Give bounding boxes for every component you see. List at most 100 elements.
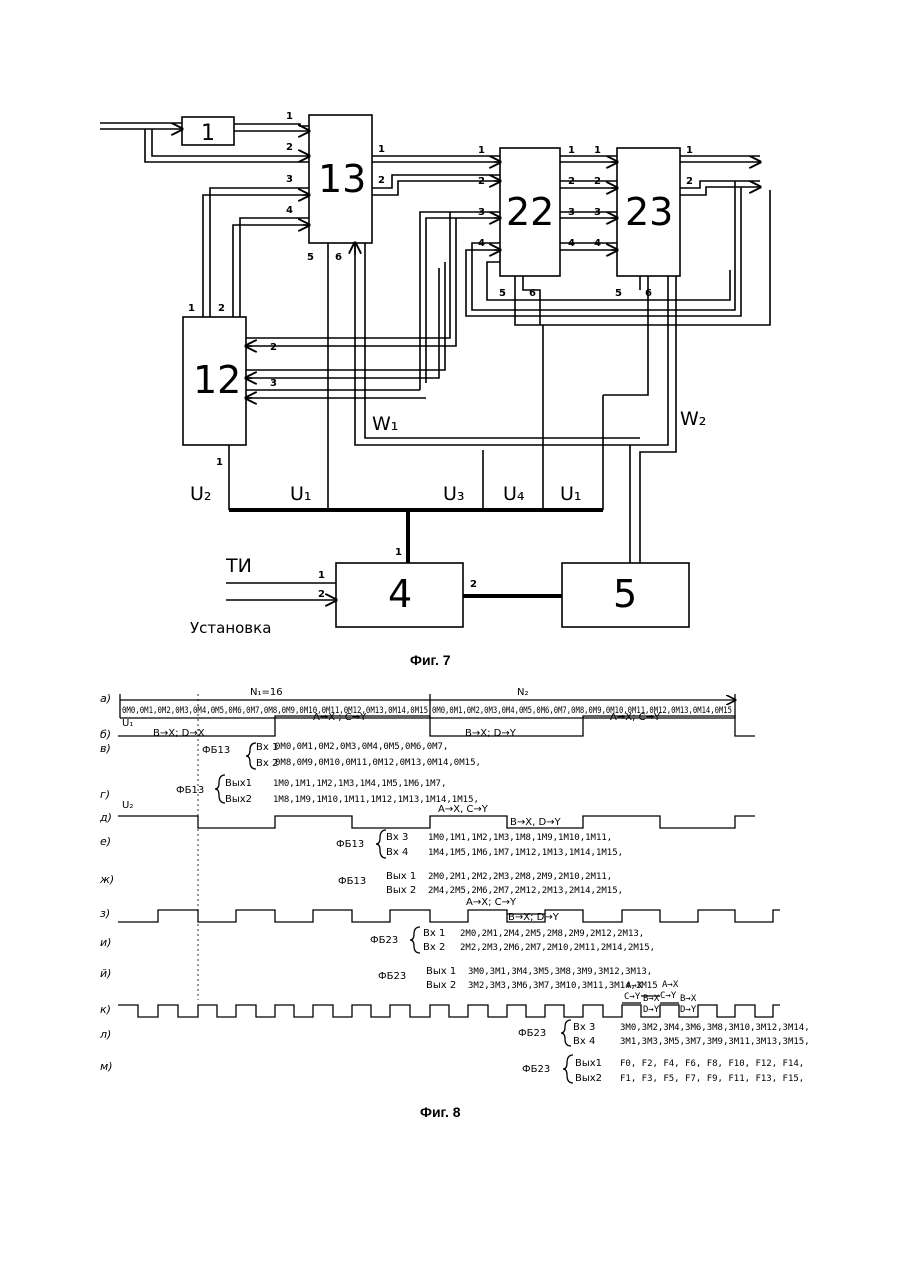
svg-text:2: 2: [478, 176, 485, 187]
l-in1: Вх 3: [573, 1022, 595, 1033]
e-in2: Вх 4: [386, 847, 408, 858]
row-letter-e: е): [100, 835, 111, 848]
block-22-label: 22: [506, 190, 554, 234]
svg-text:2: 2: [686, 176, 693, 187]
row-letter-z: з): [100, 907, 110, 920]
m-out2: Вых2: [575, 1073, 602, 1084]
e-seq2: 1M4,1M5,1M6,1M7,1M12,1M13,1M14,1M15,: [428, 848, 623, 858]
j-out2: Вых 2: [426, 980, 456, 991]
svg-text:1: 1: [686, 145, 693, 156]
k-dy-2: D→Y: [680, 1005, 697, 1015]
block-23-label: 23: [625, 190, 673, 234]
j-out1: Вых 1: [426, 966, 456, 977]
svg-text:1: 1: [568, 145, 575, 156]
svg-text:1: 1: [286, 111, 293, 122]
k-ax-2: A→X: [662, 980, 679, 990]
svg-text:5: 5: [615, 288, 622, 299]
j-seq1: 3M0,3M1,3M4,3M5,3M8,3M9,3M12,3M13,: [468, 967, 652, 977]
label-u3: U₃: [443, 483, 465, 505]
v-block: ФБ13: [202, 745, 230, 756]
svg-text:2: 2: [218, 303, 225, 314]
seq-left: 0M0,0M1,0M2,0M3,0M4,0M5,0M6,0M7,0M8,0M9,…: [122, 706, 428, 716]
m-block: ФБ23: [522, 1064, 550, 1075]
v-seq1: 0M0,0M1,0M2,0M3,0M4,0M5,0M6,0M7,: [275, 742, 448, 752]
label-u2: U₂: [190, 483, 212, 505]
zh-seq2: 2M4,2M5,2M6,2M7,2M12,2M13,2M14,2M15,: [428, 886, 623, 896]
zh-out2: Вых 2: [386, 885, 416, 896]
l-seq1: 3M0,3M2,3M4,3M6,3M8,3M10,3M12,3M14,: [620, 1023, 810, 1033]
label-ustanovka: Установка: [190, 619, 271, 637]
svg-text:1: 1: [378, 144, 385, 155]
k-bx-2: B→X: [680, 994, 697, 1004]
b-text-2: A→X ; C→Y: [313, 712, 367, 723]
row-letter-b: б): [100, 728, 111, 741]
svg-text:3: 3: [478, 207, 485, 218]
d-text1: A→X, C→Y: [438, 804, 489, 815]
waveform-d: [118, 816, 755, 828]
svg-text:4: 4: [286, 205, 293, 216]
e-in1: Вх 3: [386, 832, 408, 843]
label-w1: W₁: [372, 413, 398, 435]
svg-text:6: 6: [529, 288, 536, 299]
svg-text:2: 2: [286, 142, 293, 153]
svg-text:4: 4: [478, 238, 485, 249]
row-letter-zh: ж): [99, 873, 114, 886]
svg-text:3: 3: [286, 174, 293, 185]
j-block: ФБ23: [378, 971, 406, 982]
row-letter-a: а): [100, 692, 111, 705]
svg-text:3: 3: [270, 378, 277, 389]
b-text-4: A→X; C→Y: [610, 712, 661, 723]
svg-text:1: 1: [188, 303, 195, 314]
svg-text:2: 2: [568, 176, 575, 187]
l-in2: Вх 4: [573, 1036, 595, 1047]
svg-text:1: 1: [594, 145, 601, 156]
fig8-caption: Фиг. 8: [420, 1104, 461, 1120]
svg-text:5: 5: [499, 288, 506, 299]
m-out1: Вых1: [575, 1058, 602, 1069]
v-seq2: 0M8,0M9,0M10,0M11,0M12,0M13,0M14,0M15,: [275, 758, 481, 768]
n1-label: N₁=16: [250, 687, 283, 698]
l-seq2: 3M1,3M3,3M5,3M7,3M9,3M11,3M13,3M15,: [620, 1037, 810, 1047]
row-letter-i: и): [100, 936, 111, 949]
row-letter-k: к): [100, 1003, 111, 1016]
g-block: ФБ13: [176, 785, 204, 796]
i-in2: Вх 2: [423, 942, 445, 953]
svg-text:2: 2: [470, 579, 477, 590]
fig8-row-letters: а) б) в) г) д) е) ж) з) и) й) к) л) м): [99, 692, 114, 1073]
svg-text:2: 2: [594, 176, 601, 187]
i-in1: Вх 1: [423, 928, 445, 939]
row-letter-l: л): [99, 1028, 111, 1041]
k-cy-2: C→Y: [660, 991, 677, 1001]
n2-label: N₂: [517, 687, 529, 698]
label-w2: W₂: [680, 408, 706, 430]
svg-text:1: 1: [478, 145, 485, 156]
svg-text:4: 4: [594, 238, 601, 249]
label-u1a: U₁: [290, 483, 312, 505]
k-ax-1: A→X: [626, 981, 643, 991]
label-u1b: U₁: [560, 483, 582, 505]
fig7-caption: Фиг. 7: [410, 652, 451, 668]
block-4-label: 4: [388, 572, 412, 616]
svg-text:1: 1: [395, 547, 402, 558]
l-block: ФБ23: [518, 1028, 546, 1039]
row-letter-g: г): [100, 788, 110, 801]
b-text-1: B→X; D→X: [153, 728, 205, 739]
b-text-3: B→X; D→Y: [465, 728, 517, 739]
m-seq1: F0, F2, F4, F6, F8, F10, F12, F14,: [620, 1059, 804, 1069]
k-cy-1: C→Y: [624, 992, 641, 1002]
svg-text:3: 3: [568, 207, 575, 218]
svg-text:2: 2: [270, 342, 277, 353]
svg-text:4: 4: [568, 238, 575, 249]
svg-text:3: 3: [594, 207, 601, 218]
m-seq2: F1, F3, F5, F7, F9, F11, F13, F15,: [620, 1074, 804, 1084]
z-text2: B→X; D→Y: [508, 912, 560, 923]
svg-text:5: 5: [307, 252, 314, 263]
block-12-label: 12: [193, 358, 241, 402]
svg-text:2: 2: [378, 175, 385, 186]
zh-seq1: 2M0,2M1,2M2,2M3,2M8,2M9,2M10,2M11,: [428, 872, 612, 882]
row-letter-v: в): [100, 742, 111, 755]
svg-text:1: 1: [216, 457, 223, 468]
i-seq1: 2M0,2M1,2M4,2M5,2M8,2M9,2M12,2M13,: [460, 929, 644, 939]
g-out2: Вых2: [225, 794, 252, 805]
